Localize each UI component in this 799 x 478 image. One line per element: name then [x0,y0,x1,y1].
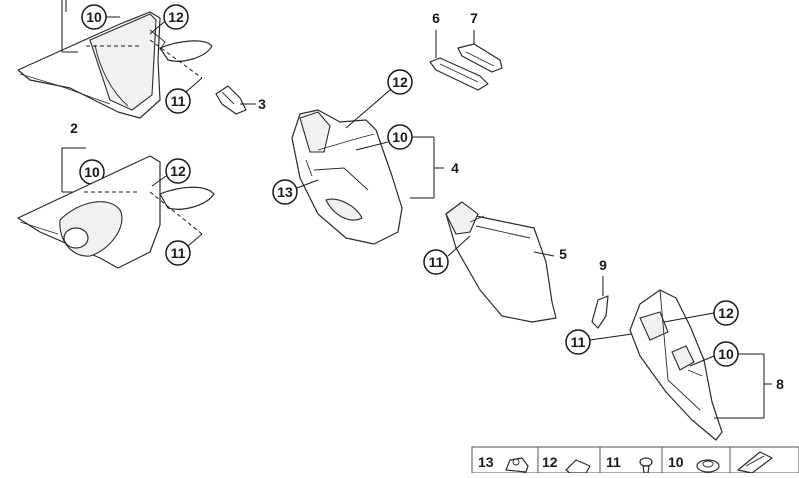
part-3-clip [215,85,247,115]
callout-12-middle-label: 12 [170,163,186,179]
callout-10-right-label: 10 [718,346,734,362]
part-7-strip [457,43,503,73]
upper-left-trim-panel [17,11,213,119]
part-4-column-cover [291,109,403,245]
callout-4-label: 4 [451,160,459,176]
legend-label-12: 12 [542,454,558,470]
callout-12-center-label: 12 [392,74,408,90]
callout-2-label: 2 [70,120,78,136]
callout-5-label: 5 [559,246,567,262]
part-8-right-panel [629,289,723,441]
callout-7-label: 7 [470,10,478,26]
callout-3-label: 3 [258,96,266,112]
fastener-13-icon [505,457,529,473]
callout-13-center-label: 13 [277,184,293,200]
fastener-10-icon [696,459,720,473]
middle-left-trim-panel [17,155,215,269]
arrow-icon [737,451,773,474]
callout-11-middle [165,240,191,266]
callout-12-middle [165,158,191,184]
callout-6-label: 6 [432,10,440,26]
legend-label-13: 13 [478,454,494,470]
callout-11-lower [423,249,449,275]
fastener-legend: 13 12 11 10 [471,446,799,474]
callout-10-middle-label: 10 [84,164,100,180]
callout-12-right-label: 12 [718,305,734,321]
callout-11-lower-label: 11 [429,254,444,270]
callout-12-top [163,4,189,30]
callout-10-top-label: 10 [86,9,102,25]
callout-12-top-label: 12 [168,9,184,25]
callout-11-top [165,88,191,114]
callout-12-center [387,69,413,95]
callout-9-label: 9 [599,257,607,273]
part-6-strip [429,57,489,91]
part-5-lower-cover [445,201,557,323]
callout-11-top-label: 11 [171,93,186,109]
part-9-clip [591,295,609,329]
callout-10-center-label: 10 [392,129,408,145]
callout-11-right [565,329,591,355]
callout-11-middle-label: 11 [171,245,186,261]
legend-label-11: 11 [606,454,621,470]
callout-13-center [272,179,298,205]
callout-8-label: 8 [776,376,784,392]
callout-11-right-label: 11 [571,334,586,350]
legend-label-10: 10 [668,454,684,470]
